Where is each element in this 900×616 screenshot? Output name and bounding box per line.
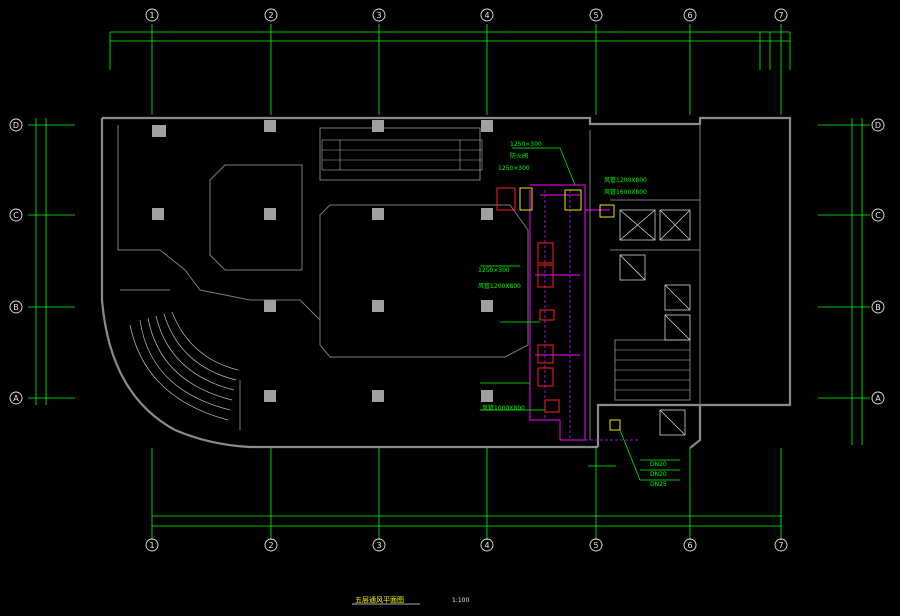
grid-label-top-1: 1 [149, 11, 154, 20]
grid-label-left-B: B [13, 303, 19, 312]
grid-label-right-C: C [875, 211, 881, 220]
right-dimension-lines [818, 118, 870, 445]
grid-label-top-3: 3 [376, 11, 381, 20]
drawing-scale: 1:100 [452, 597, 469, 604]
grid-label-bottom-7: 7 [778, 541, 783, 550]
annotation-duct-5: 风管1000X800 [482, 404, 525, 412]
grid-label-bottom-6: 6 [687, 541, 692, 550]
duct-dashed-lines [544, 190, 640, 441]
grid-label-bottom-5: 5 [593, 541, 598, 550]
annotation-top-2: 防火阀 [510, 152, 528, 160]
grid-label-right-D: D [875, 121, 881, 130]
annotation-duct-3: 1250×300 [478, 267, 510, 274]
grid-label-left-A: A [13, 394, 19, 403]
stairs [615, 349, 690, 391]
annotation-leaders [480, 147, 680, 481]
ventilation-equipment [496, 187, 560, 413]
grid-label-bottom-2: 2 [268, 541, 273, 550]
grid-label-right-A: A [875, 394, 881, 403]
auditorium-seating [129, 311, 239, 421]
top-dimension-lines [109, 31, 791, 70]
annotation-duct-2: 风管1600X800 [604, 188, 647, 196]
structural-columns [152, 120, 493, 402]
grid-label-top-4: 4 [484, 11, 489, 20]
grid-label-top-2: 2 [268, 11, 273, 20]
dampers [519, 187, 621, 431]
grid-label-top-5: 5 [593, 11, 598, 20]
grid-bubbles-left [9, 118, 23, 405]
grid-bubbles-right [871, 118, 885, 405]
annotation-duct-4: 风管1200X800 [478, 282, 521, 290]
grid-label-bottom-1: 1 [149, 541, 154, 550]
escalator [321, 139, 483, 171]
pipe-label-3: DN25 [650, 481, 667, 488]
left-dimension-lines [28, 118, 75, 405]
grid-label-left-C: C [13, 211, 19, 220]
grid-label-bottom-3: 3 [376, 541, 381, 550]
bottom-dimension-lines [152, 515, 781, 527]
pipe-label-2: DN20 [650, 471, 667, 478]
annotation-top-1: 1250×300 [510, 141, 542, 148]
grid-bubbles-top [145, 8, 788, 22]
grid-label-bottom-4: 4 [484, 541, 489, 550]
grid-label-top-6: 6 [687, 11, 692, 20]
grid-bubbles-bottom [145, 538, 788, 552]
pipe-label-1: DN20 [650, 461, 667, 468]
grid-label-right-B: B [875, 303, 881, 312]
grid-label-left-D: D [13, 121, 19, 130]
vertical-grid-lines [151, 24, 782, 540]
grid-label-top-7: 7 [778, 11, 783, 20]
annotation-top-3: 1250×300 [498, 165, 530, 172]
annotation-duct-1: 风管1200X800 [604, 176, 647, 184]
drawing-title: 五层通风平面图 [355, 595, 404, 604]
elevator-core [619, 209, 691, 436]
